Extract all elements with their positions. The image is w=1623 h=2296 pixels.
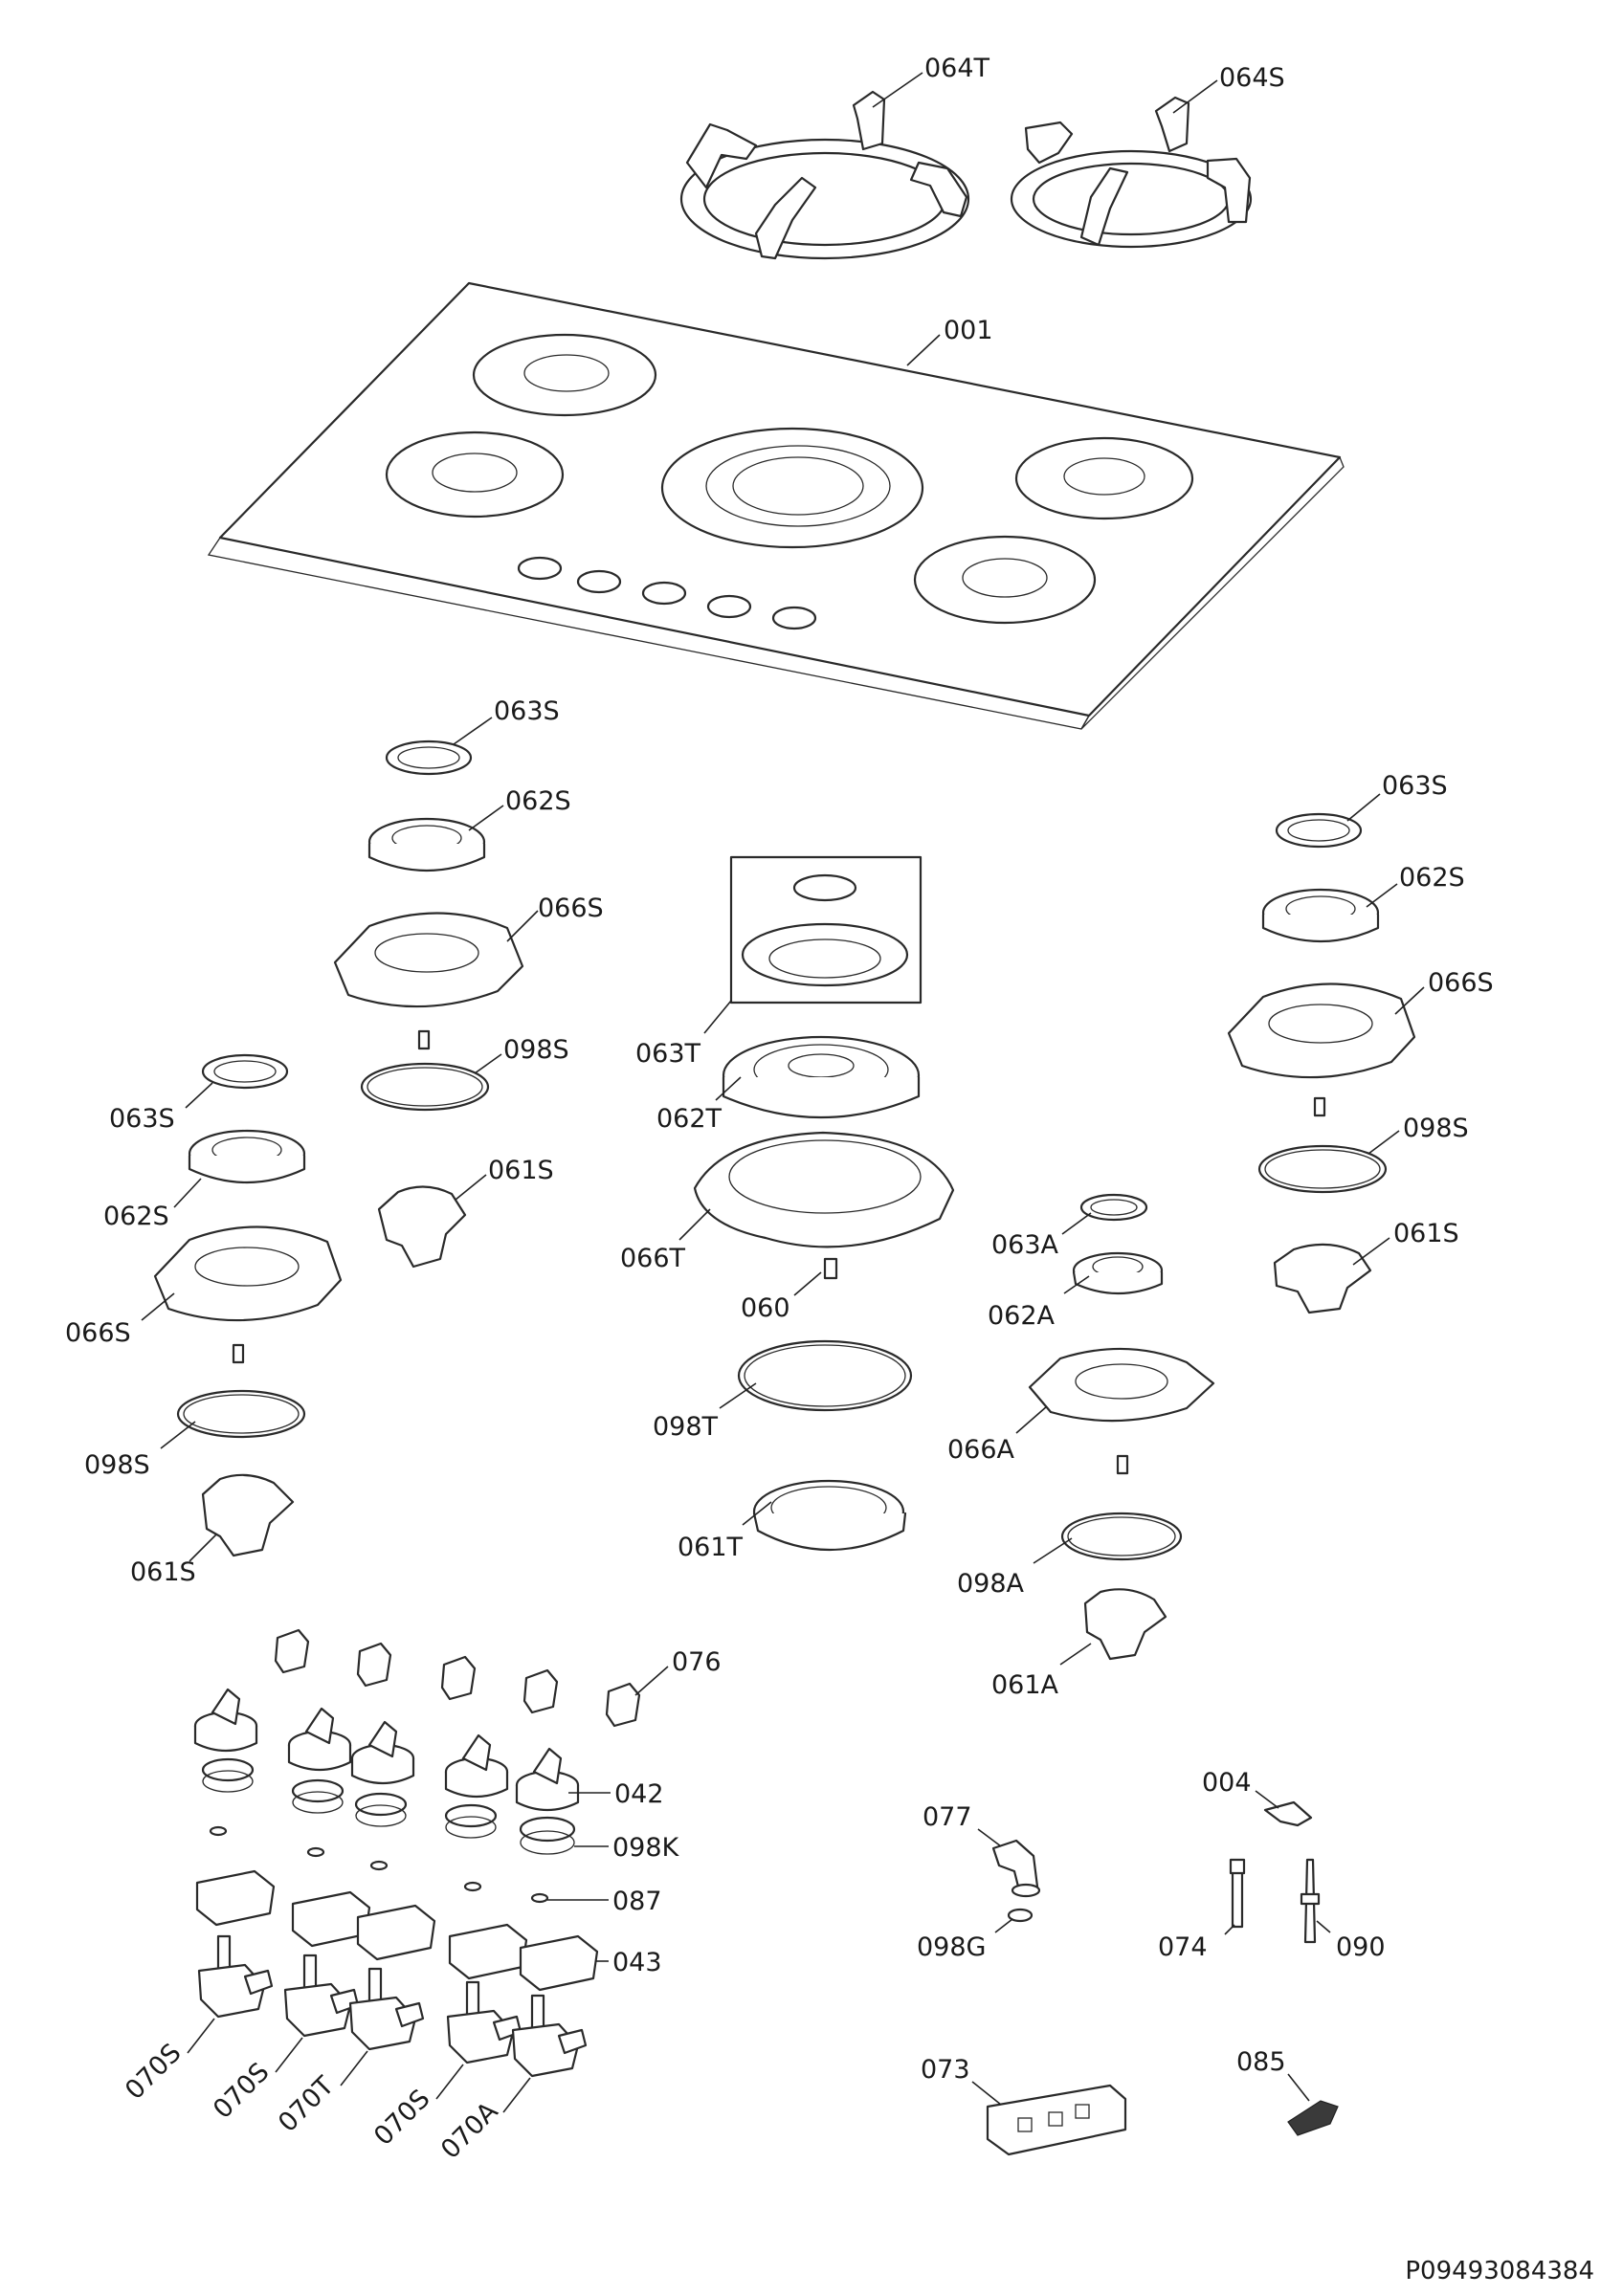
label-001: 001: [944, 316, 993, 345]
label-066S: 066S: [538, 894, 604, 923]
label-098T: 098T: [653, 1412, 719, 1442]
label-042: 042: [614, 1779, 664, 1809]
thermocouple-074[interactable]: [1229, 1858, 1246, 1929]
washers-087[interactable]: [209, 1825, 549, 1904]
cable-clip-085[interactable]: [1287, 2100, 1339, 2136]
label-061S-left: 061S: [130, 1557, 196, 1587]
label-063A: 063A: [991, 1230, 1059, 1260]
label-062S-right: 062S: [1399, 863, 1465, 893]
label-061S-right: 061S: [1393, 1219, 1459, 1248]
clip-004[interactable]: [1263, 1800, 1313, 1827]
knob-bushings-098K[interactable]: [201, 1757, 576, 1855]
label-070T: 070T: [273, 2071, 340, 2138]
label-070S-1: 070S: [120, 2038, 187, 2105]
label-098G: 098G: [917, 1932, 986, 1962]
label-064S: 064S: [1219, 63, 1285, 93]
label-098K: 098K: [612, 1833, 680, 1863]
control-knobs-042[interactable]: [193, 1688, 580, 1812]
label-061T: 061T: [678, 1533, 744, 1562]
burner-stack-auxiliary[interactable]: [1028, 1193, 1215, 1661]
hob-opening-center: [660, 427, 924, 549]
hob-opening-mid-left: [385, 430, 565, 519]
label-070S-2: 070S: [208, 2057, 275, 2124]
label-074: 074: [1158, 1932, 1208, 1962]
label-063S: 063S: [494, 696, 560, 726]
hob-opening-back-left: [472, 333, 657, 417]
gas-valves-070[interactable]: [197, 1934, 588, 2078]
label-062T: 062T: [656, 1104, 723, 1134]
label-063S-right: 063S: [1382, 771, 1448, 801]
pan-support-small[interactable]: [1010, 96, 1253, 249]
label-085: 085: [1236, 2047, 1286, 2077]
label-062S: 062S: [505, 786, 571, 816]
label-004: 004: [1202, 1768, 1252, 1798]
label-098S: 098S: [503, 1035, 569, 1065]
knob-adapters-076[interactable]: [274, 1628, 641, 1728]
label-098A: 098A: [957, 1569, 1025, 1599]
burner-stack-left-rear[interactable]: [333, 740, 524, 1269]
label-063S-left: 063S: [109, 1104, 175, 1134]
hob-opening-front-right: [913, 535, 1097, 625]
seal-098G[interactable]: [1007, 1908, 1034, 1923]
label-060: 060: [741, 1293, 790, 1323]
burner-stack-center[interactable]: [693, 855, 955, 1551]
burner-stack-left-front[interactable]: [153, 1053, 343, 1557]
ignition-module-073[interactable]: [986, 2084, 1127, 2156]
label-066S-left: 066S: [65, 1318, 131, 1348]
hob-top-glass[interactable]: [207, 281, 1345, 730]
ignition-electrode-090[interactable]: [1300, 1858, 1321, 1944]
pan-support-large[interactable]: [679, 90, 970, 260]
label-090: 090: [1336, 1932, 1386, 1962]
burner-stack-right[interactable]: [1227, 812, 1416, 1314]
label-043: 043: [612, 1948, 662, 1977]
label-061A: 061A: [991, 1670, 1059, 1700]
label-062A: 062A: [988, 1301, 1056, 1331]
label-066T: 066T: [620, 1244, 686, 1273]
microswitches-043[interactable]: [195, 1869, 599, 1992]
elbow-connector-077[interactable]: [991, 1839, 1041, 1898]
reference-code: P09493084384: [1405, 2257, 1594, 2285]
label-062S-left: 062S: [103, 1202, 169, 1231]
label-077: 077: [923, 1802, 972, 1832]
label-070S-3: 070S: [368, 2084, 435, 2151]
label-076: 076: [672, 1647, 722, 1677]
label-064T: 064T: [924, 54, 990, 83]
label-070A: 070A: [435, 2096, 504, 2165]
hob-opening-back-right: [1014, 436, 1194, 520]
label-098S-right: 098S: [1403, 1114, 1469, 1143]
label-066A: 066A: [947, 1435, 1015, 1465]
label-087: 087: [612, 1887, 662, 1916]
label-073: 073: [921, 2055, 970, 2085]
label-098S-left: 098S: [84, 1450, 150, 1480]
label-063T: 063T: [635, 1039, 701, 1069]
label-066S-right: 066S: [1428, 968, 1494, 998]
label-061S: 061S: [488, 1156, 554, 1185]
